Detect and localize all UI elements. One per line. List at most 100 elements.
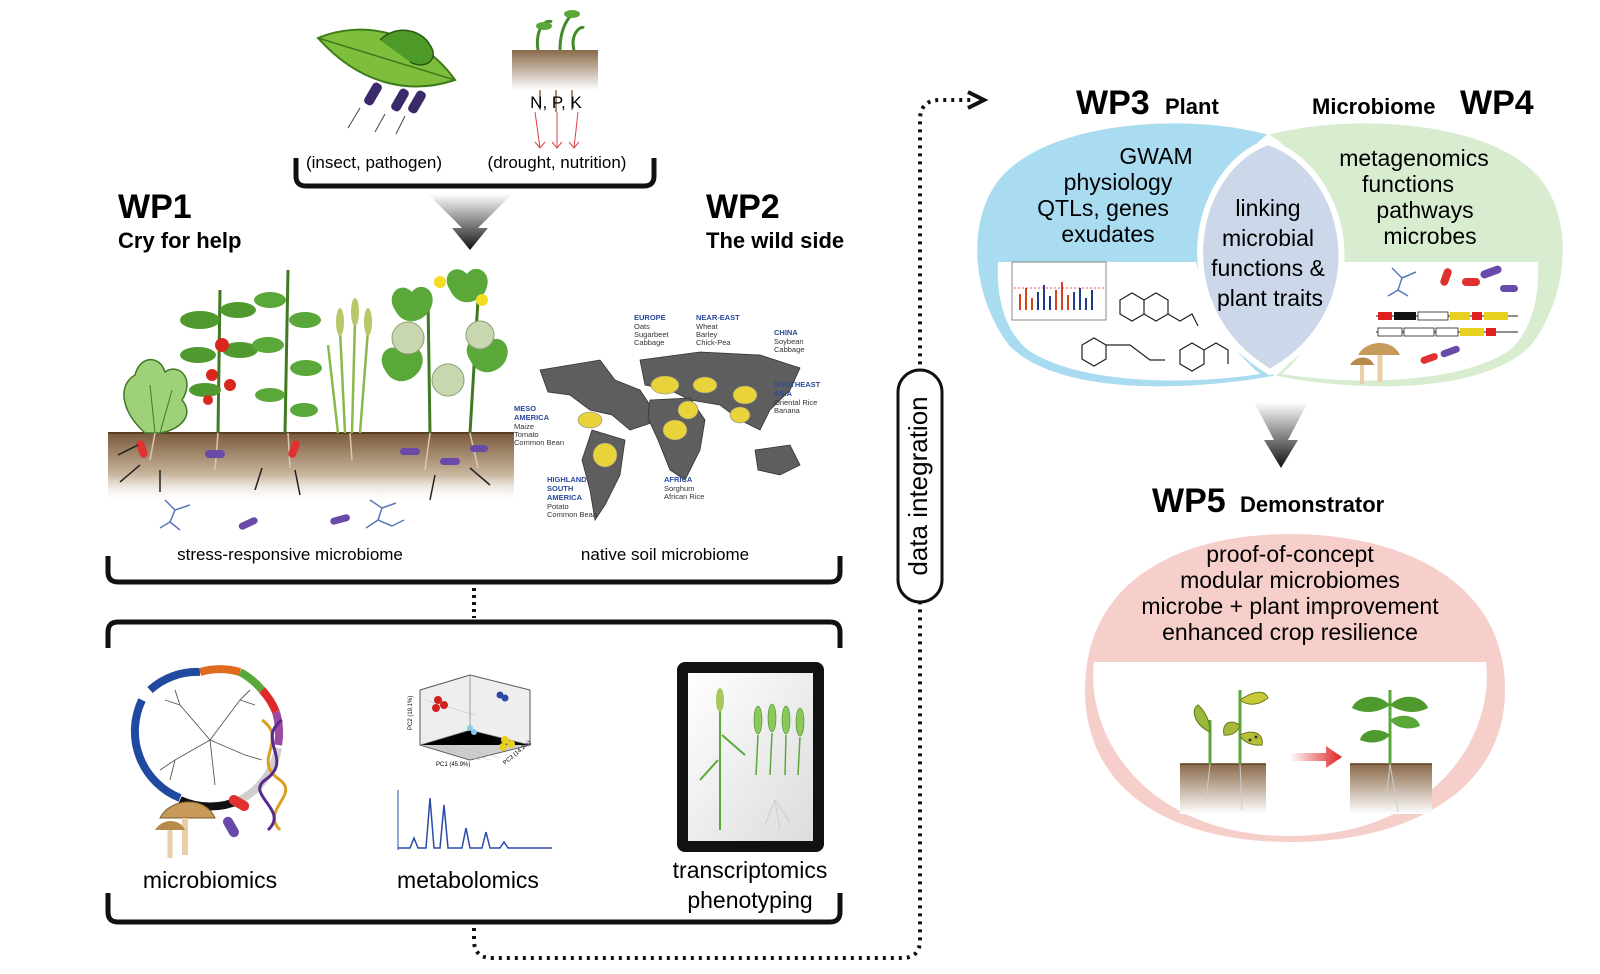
funnel-arrow-wp5-icon	[1254, 402, 1308, 468]
dna-helix-icon	[258, 718, 288, 832]
stress-right-label: (drought, nutrition)	[488, 153, 627, 172]
wp4-title: Microbiome	[1312, 94, 1435, 119]
svg-text:Potato: Potato	[547, 502, 569, 511]
svg-text:Oriental Rice: Oriental Rice	[774, 398, 817, 407]
melon-plant-icon	[381, 268, 508, 434]
svg-text:Cabbage: Cabbage	[774, 345, 804, 354]
svg-text:Common Bean: Common Bean	[547, 510, 597, 519]
wp5-number: WP5	[1152, 482, 1226, 520]
svg-text:AMERICA: AMERICA	[514, 413, 550, 422]
nutrients-label: N, P, K	[530, 93, 582, 112]
svg-text:Sorghum: Sorghum	[664, 484, 694, 493]
microbe-purple-icon	[223, 816, 239, 838]
wp4-inner-panel	[1282, 262, 1539, 381]
phenotyping-tablet	[677, 662, 824, 852]
wp3-item-exudates: exudates	[1061, 221, 1154, 247]
microbiomics-label: microbiomics	[143, 867, 277, 893]
region-highland-south-america: HIGHLAND	[547, 475, 587, 484]
svg-text:Common Bean: Common Bean	[514, 438, 564, 447]
integration-arrowhead-icon	[967, 90, 989, 110]
svg-text:ASIA: ASIA	[774, 389, 793, 398]
molecule-icon	[1387, 267, 1417, 297]
data-integration-box	[896, 368, 944, 604]
phenotyping-label: phenotyping	[687, 887, 812, 913]
phylogenetic-tree-icon	[130, 665, 284, 811]
pca-axis-2: PC2 (19.1%)	[408, 696, 414, 730]
wp3-item-physiology: physiology	[1064, 169, 1173, 195]
tomato-plant-icon	[180, 289, 258, 434]
wp1-wp2-bracket	[105, 556, 843, 585]
omics-bracket-top	[105, 619, 843, 648]
svg-text:SOUTH: SOUTH	[547, 484, 573, 493]
chromatogram-icon	[397, 790, 552, 850]
climbing-plant-icon	[252, 269, 322, 434]
svg-text:Tomato: Tomato	[514, 430, 539, 439]
wp2-title: The wild side	[706, 228, 844, 253]
lettuce-icon	[123, 358, 188, 434]
data-integration-label: data integration	[903, 396, 933, 575]
stressed-plant-icon	[1180, 690, 1269, 814]
pca-axis-1: PC1 (45.9%)	[436, 762, 470, 768]
map-region-labels: EUROPE Oats Sugarbeet Cabbage NEAR-EAST …	[514, 313, 821, 519]
svg-text:AMERICA: AMERICA	[547, 493, 583, 502]
wheat-plant-icon	[326, 298, 372, 434]
wp4-item-microbes: microbes	[1383, 223, 1476, 249]
funnel-arrow-icon	[428, 194, 512, 250]
wp4-illustrations	[1350, 265, 1518, 384]
center-line-3: functions &	[1211, 255, 1325, 281]
wp5-item-improvement: microbe + plant improvement	[1141, 593, 1439, 619]
wp2-number: WP2	[706, 188, 780, 226]
region-china: CHINA	[774, 328, 798, 337]
wp5-item-modular: modular microbiomes	[1180, 567, 1400, 593]
region-southeast-asia: SOUTHEAST	[774, 380, 821, 389]
center-line-2: microbial	[1222, 225, 1314, 251]
wp1-number: WP1	[118, 188, 192, 226]
mushroom-icon	[155, 801, 216, 858]
stress-bracket	[293, 158, 657, 189]
svg-text:Chick-Pea: Chick-Pea	[696, 338, 731, 347]
wp4-item-pathways: pathways	[1376, 197, 1473, 223]
omics-bracket-bottom	[105, 893, 843, 925]
svg-text:Cabbage: Cabbage	[634, 338, 664, 347]
wp3-item-gwam: GWAM	[1119, 143, 1192, 169]
svg-text:Maize: Maize	[514, 422, 534, 431]
wp1-title: Cry for help	[118, 228, 241, 253]
chemical-structure-icon	[1081, 292, 1229, 372]
data-integration-path	[472, 98, 972, 960]
center-lens	[1197, 138, 1345, 376]
seedling-soil-icon	[512, 10, 598, 149]
healthy-plant-icon	[1350, 690, 1432, 814]
wp1-caption: stress-responsive microbiome	[177, 545, 403, 564]
svg-text:Wheat: Wheat	[696, 322, 719, 331]
svg-text:Banana: Banana	[774, 406, 801, 415]
wp3-number: WP3	[1076, 84, 1150, 122]
world-map	[539, 351, 801, 522]
manhattan-plot-icon	[1011, 261, 1107, 321]
molecule-icon	[159, 499, 405, 531]
plants-soil-illustration	[108, 268, 514, 531]
pca-3d-plot: PC1 (45.9%) PC2 (19.1%) PC3 (14.2%)	[408, 674, 533, 768]
wp4-item-metagenomics: metagenomics	[1339, 145, 1489, 171]
wp2-caption: native soil microbiome	[581, 545, 749, 564]
center-line-4: plant traits	[1217, 285, 1323, 311]
wp5-item-proof: proof-of-concept	[1206, 541, 1374, 567]
region-europe: EUROPE	[634, 313, 666, 322]
svg-text:Soybean: Soybean	[774, 337, 804, 346]
wp3-item-qtls: QTLs, genes	[1037, 195, 1169, 221]
insect-leaf-icon	[316, 28, 457, 135]
microbe-red-icon	[228, 795, 250, 811]
metabolomics-label: metabolomics	[397, 867, 539, 893]
wp5-title: Demonstrator	[1240, 492, 1385, 517]
svg-text:Sugarbeet: Sugarbeet	[634, 330, 670, 339]
svg-text:Oats: Oats	[634, 322, 650, 331]
improvement-arrow-icon	[1290, 746, 1342, 768]
svg-text:African Rice: African Rice	[664, 492, 704, 501]
wp3-title: Plant	[1165, 94, 1219, 119]
transcriptomics-label: transcriptomics	[673, 857, 828, 883]
svg-text:Barley: Barley	[696, 330, 718, 339]
wp5-item-resilience: enhanced crop resilience	[1162, 619, 1418, 645]
region-meso-america: MESO	[514, 404, 536, 413]
center-line-1: linking	[1235, 195, 1300, 221]
region-africa: AFRICA	[664, 475, 693, 484]
